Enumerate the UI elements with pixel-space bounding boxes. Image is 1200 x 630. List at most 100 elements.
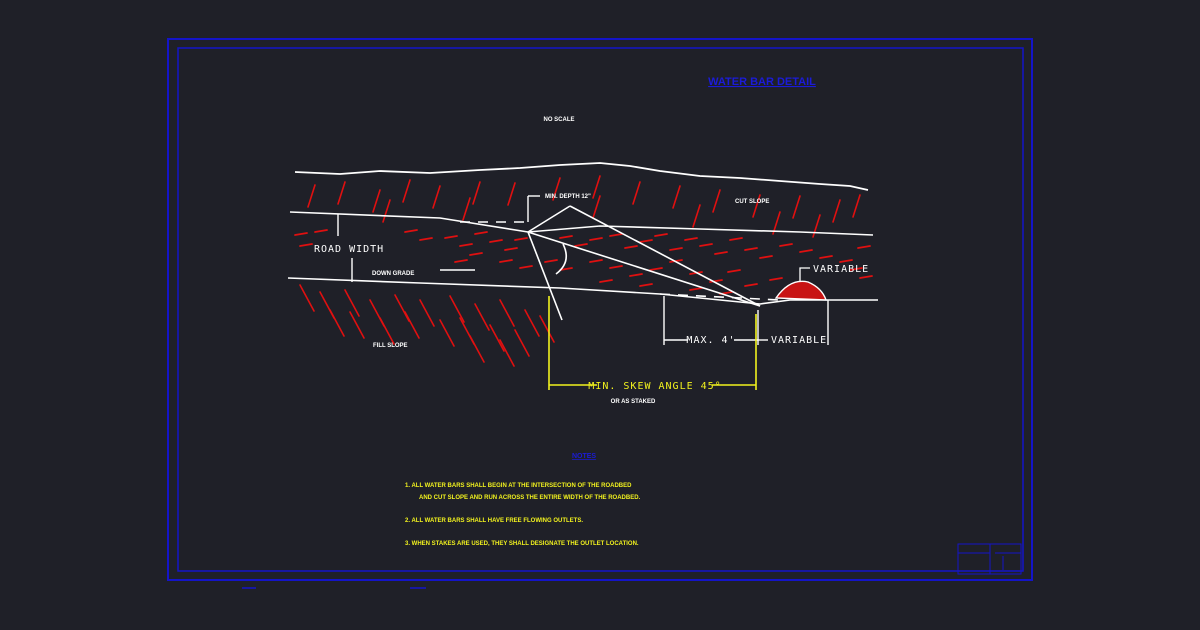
hatch-stroke bbox=[559, 267, 573, 271]
hatch-stroke bbox=[299, 284, 315, 312]
hatch-stroke bbox=[712, 189, 721, 213]
hatch-stroke bbox=[859, 275, 873, 279]
road-width-dimension bbox=[337, 214, 353, 282]
min-depth-leader bbox=[527, 195, 540, 222]
variable-leader bbox=[799, 267, 810, 282]
hatch-stroke bbox=[744, 247, 758, 251]
notes-heading: NOTES bbox=[572, 453, 596, 460]
hatch-stroke bbox=[489, 324, 505, 352]
hatch-stroke bbox=[402, 179, 411, 203]
hatch-stroke bbox=[852, 194, 861, 218]
hatch-stroke bbox=[727, 269, 741, 273]
hatch-stroke bbox=[839, 259, 853, 263]
existing-ground-line bbox=[294, 162, 869, 191]
drawing-title: WATER BAR DETAIL bbox=[708, 76, 816, 88]
hatch-stroke bbox=[444, 235, 458, 239]
or-as-staked-label: OR AS STAKED bbox=[611, 399, 656, 405]
hatch-stroke bbox=[592, 195, 601, 219]
hatch-stroke bbox=[849, 267, 863, 271]
hatch-stroke bbox=[649, 267, 663, 271]
hatch-stroke bbox=[812, 214, 821, 238]
hatch-stroke bbox=[539, 315, 555, 343]
title-block bbox=[957, 543, 1022, 575]
hatch-stroke bbox=[489, 239, 503, 243]
hatch-stroke bbox=[672, 185, 681, 209]
hatch-stroke bbox=[729, 237, 743, 241]
variable-bottom-label: VARIABLE bbox=[771, 335, 827, 346]
hatch-stroke bbox=[654, 233, 668, 237]
down-grade-label: DOWN GRADE bbox=[372, 271, 414, 277]
hatch-stroke bbox=[314, 229, 328, 233]
note-1-line-2: AND CUT SLOPE AND RUN ACROSS THE ENTIRE … bbox=[419, 495, 641, 501]
hatch-stroke bbox=[472, 181, 481, 205]
max-4-label: MAX. 4' bbox=[686, 335, 735, 346]
hatch-stroke bbox=[609, 233, 623, 237]
soil-hatching bbox=[294, 175, 873, 367]
hatch-stroke bbox=[752, 194, 761, 218]
hatch-stroke bbox=[819, 255, 833, 259]
hatch-stroke bbox=[419, 237, 433, 241]
variable-top-label: VARIABLE bbox=[813, 264, 869, 275]
sheet-border-outer bbox=[167, 38, 1033, 581]
hatch-stroke bbox=[499, 259, 513, 263]
hatch-stroke bbox=[744, 283, 758, 287]
berm-mound bbox=[774, 280, 827, 301]
hatch-stroke bbox=[779, 243, 793, 247]
original-grade-dashed-bottom bbox=[659, 293, 781, 301]
hatch-stroke bbox=[299, 243, 313, 247]
note-1-line-1: 1. ALL WATER BARS SHALL BEGIN AT THE INT… bbox=[405, 483, 632, 489]
hatch-stroke bbox=[609, 265, 623, 269]
hatch-stroke bbox=[469, 335, 485, 363]
hatch-stroke bbox=[857, 245, 871, 249]
scale-note: NO SCALE bbox=[543, 117, 574, 123]
hatch-stroke bbox=[629, 273, 643, 277]
hatch-stroke bbox=[632, 181, 641, 205]
min-skew-angle-label: MIN. SKEW ANGLE 45° bbox=[588, 381, 721, 392]
water-bar-trench bbox=[527, 205, 761, 321]
note-3: 3. WHEN STAKES ARE USED, THEY SHALL DESI… bbox=[405, 541, 639, 547]
hatch-stroke bbox=[439, 319, 455, 347]
hatch-stroke bbox=[294, 232, 308, 236]
hatch-stroke bbox=[454, 259, 468, 263]
hatch-stroke bbox=[552, 177, 561, 201]
hatch-stroke bbox=[514, 237, 528, 241]
hatch-stroke bbox=[589, 259, 603, 263]
sheet-border-inner bbox=[177, 47, 1024, 572]
hatch-stroke bbox=[574, 243, 588, 247]
max-variable-dimension bbox=[663, 296, 829, 345]
hatch-stroke bbox=[404, 311, 420, 339]
roadbed-top-line bbox=[289, 211, 874, 236]
hatch-stroke bbox=[769, 277, 783, 281]
hatch-stroke bbox=[772, 211, 781, 235]
hatch-stroke bbox=[792, 195, 801, 219]
min-depth-label: MIN. DEPTH 12" bbox=[545, 194, 591, 200]
hatch-stroke bbox=[692, 204, 701, 228]
hatch-stroke bbox=[379, 317, 395, 345]
hatch-stroke bbox=[449, 295, 465, 323]
fill-slope-label: FILL SLOPE bbox=[373, 343, 408, 349]
hatch-stroke bbox=[514, 329, 530, 357]
note-2: 2. ALL WATER BARS SHALL HAVE FREE FLOWIN… bbox=[405, 518, 583, 524]
hatch-stroke bbox=[559, 235, 573, 239]
hatch-stroke bbox=[519, 265, 533, 269]
hatch-stroke bbox=[544, 259, 558, 263]
road-width-label: ROAD WIDTH bbox=[314, 244, 384, 255]
hatch-stroke bbox=[504, 247, 518, 251]
hatch-stroke bbox=[592, 175, 601, 199]
hatch-stroke bbox=[474, 303, 490, 331]
hatch-stroke bbox=[344, 289, 360, 317]
hatch-stroke bbox=[459, 243, 473, 247]
hatch-stroke bbox=[639, 239, 653, 243]
hatch-stroke bbox=[337, 181, 346, 205]
hatch-stroke bbox=[349, 311, 365, 339]
hatch-stroke bbox=[669, 247, 683, 251]
hatch-stroke bbox=[404, 229, 418, 233]
hatch-stroke bbox=[462, 197, 471, 221]
hatch-stroke bbox=[507, 182, 516, 206]
hatch-stroke bbox=[372, 189, 381, 213]
hatch-stroke bbox=[474, 231, 488, 235]
hatch-stroke bbox=[709, 279, 723, 283]
hatch-stroke bbox=[639, 283, 653, 287]
hatch-stroke bbox=[624, 245, 638, 249]
